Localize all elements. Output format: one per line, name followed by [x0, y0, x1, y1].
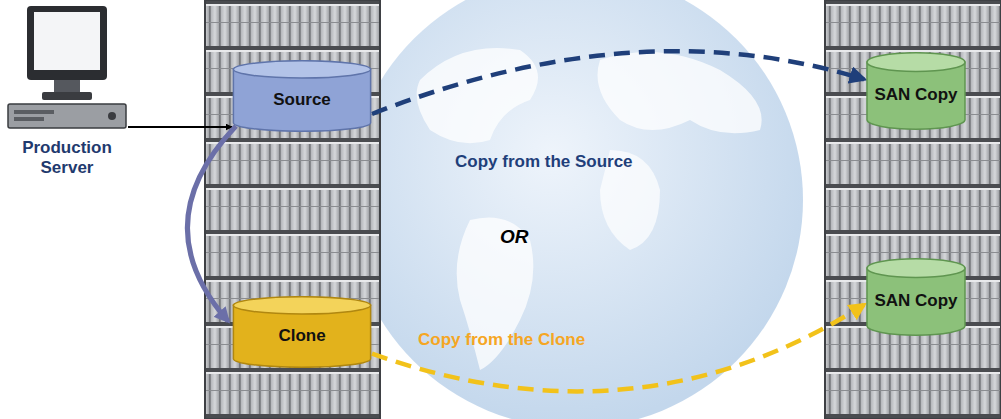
server-label: Production Server	[2, 138, 132, 179]
storage-volume: SAN Copy	[866, 52, 966, 130]
storage-volume: Source	[232, 60, 372, 132]
storage-rack	[825, 0, 1001, 419]
volume-label: Clone	[278, 326, 325, 346]
storage-rack	[205, 0, 380, 419]
production-server: Production Server	[2, 2, 132, 192]
computer-icon	[2, 2, 132, 134]
copy-source-label: Copy from the Source	[455, 152, 633, 172]
volume-label: SAN Copy	[874, 85, 957, 105]
or-label: OR	[500, 226, 529, 248]
connector-arrow	[372, 51, 864, 114]
volume-label: Source	[273, 90, 331, 110]
connector-arrow	[187, 126, 236, 321]
connector-arrow	[128, 126, 232, 128]
volume-label: SAN Copy	[874, 291, 957, 311]
globe	[347, 0, 803, 419]
storage-volume: SAN Copy	[866, 258, 966, 336]
storage-volume: Clone	[232, 296, 372, 368]
copy-clone-label: Copy from the Clone	[418, 330, 585, 350]
connector-arrow	[372, 305, 864, 392]
